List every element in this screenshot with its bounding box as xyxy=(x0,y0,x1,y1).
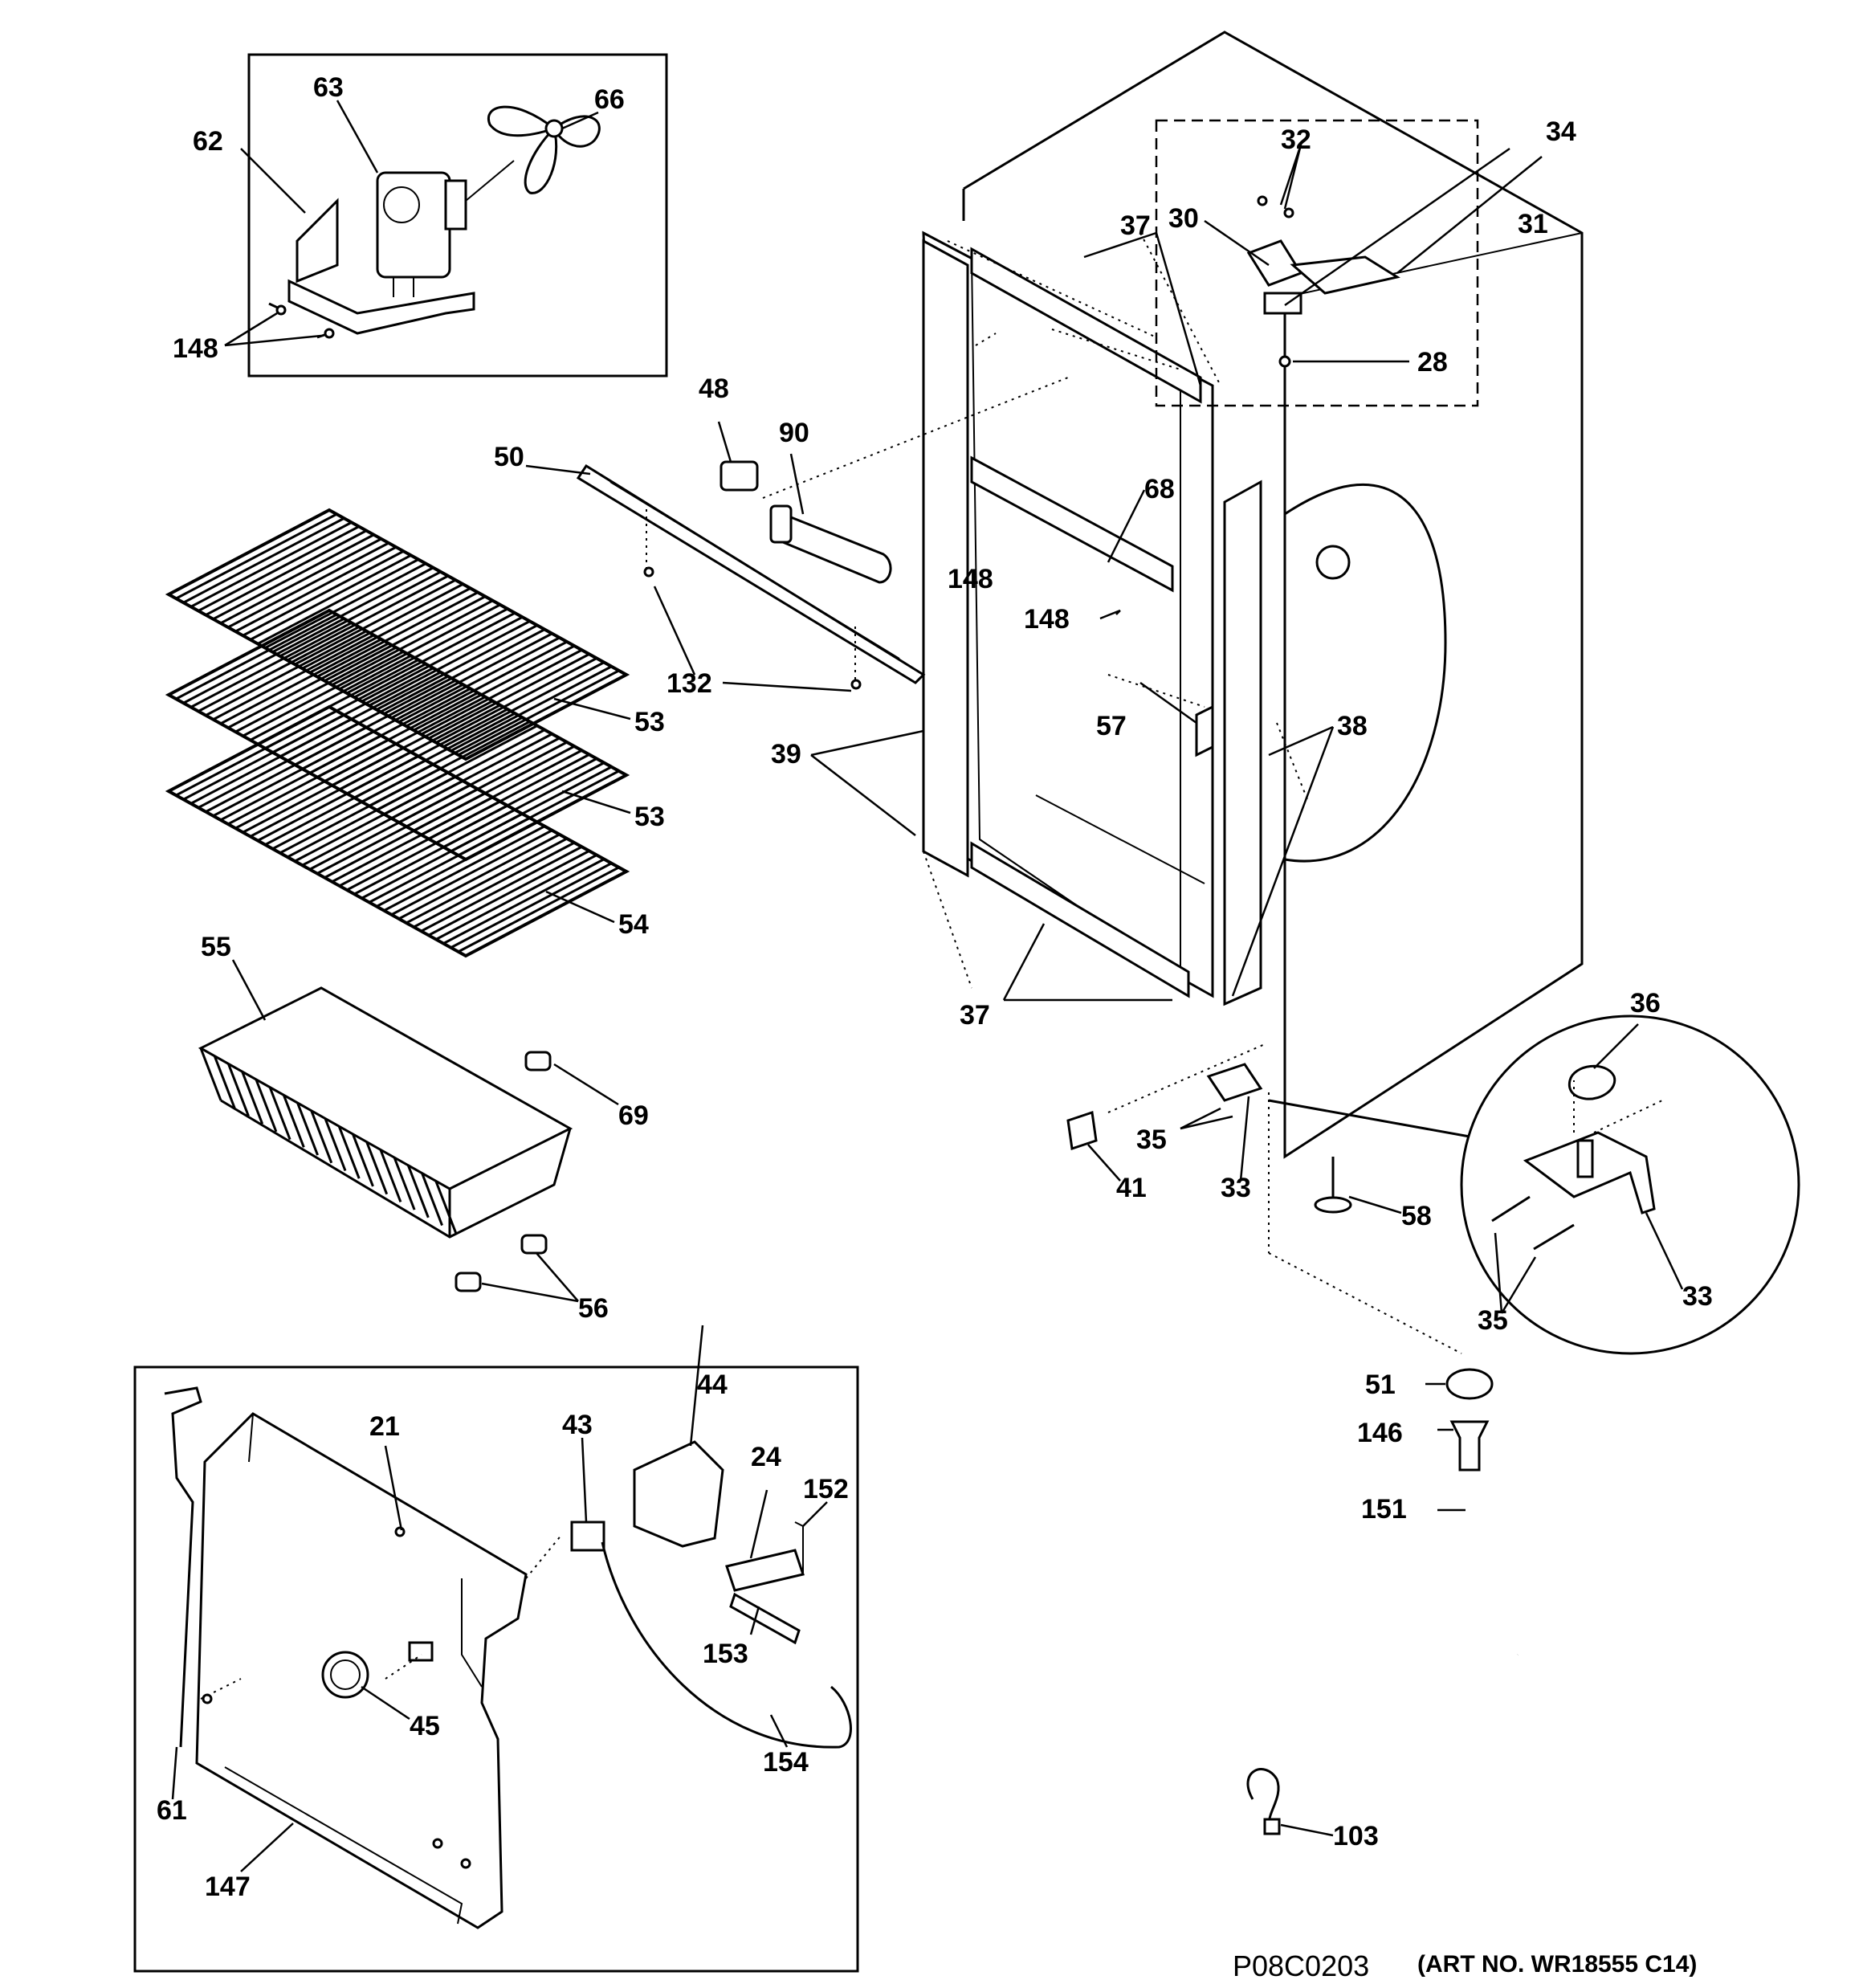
callout-30: 30 xyxy=(1168,203,1199,234)
callout-48: 48 xyxy=(699,374,729,404)
callout-41: 41 xyxy=(1116,1173,1147,1203)
hinge-plate-icon xyxy=(1523,1131,1656,1214)
callout-152: 152 xyxy=(803,1474,849,1504)
rear-cover-inset: 21 43 44 24 152 153 45 154 61 147 xyxy=(133,1325,859,1973)
callout-90: 90 xyxy=(779,418,809,448)
callout-148-rail: 148 xyxy=(1024,604,1070,635)
callout-54: 54 xyxy=(618,909,649,940)
drawing-number: P08C0203 xyxy=(1233,1949,1369,1982)
callout-32: 32 xyxy=(1281,125,1311,155)
callout-53-upper: 53 xyxy=(634,707,665,737)
basket-stop-icon xyxy=(455,1051,552,1292)
cap-icon xyxy=(1445,1368,1494,1400)
gasket-strip-icon xyxy=(164,1386,202,1748)
screw-icon xyxy=(1491,1195,1575,1251)
callout-69: 69 xyxy=(618,1100,649,1131)
wire-basket-icon xyxy=(198,986,573,1239)
freezer-cabinet-drawing: 37 30 32 34 31 28 68 148 148 57 38 39 37 xyxy=(771,31,1584,1159)
callout-21: 21 xyxy=(369,1411,400,1442)
callout-33-detail: 33 xyxy=(1682,1281,1713,1312)
callout-37-top: 37 xyxy=(1120,210,1151,241)
callout-132: 132 xyxy=(667,668,712,699)
sensor-bracket-icon xyxy=(725,1521,805,1645)
callout-62: 62 xyxy=(193,126,223,157)
door-switch-icon xyxy=(1066,1111,1098,1150)
callout-148-mid: 148 xyxy=(948,564,993,594)
callout-38: 38 xyxy=(1337,711,1368,741)
wire-harness-icon xyxy=(1246,1768,1281,1835)
callout-34: 34 xyxy=(1546,116,1576,147)
bushing-icon xyxy=(1449,1420,1490,1472)
callout-148: 148 xyxy=(173,333,218,364)
callout-61: 61 xyxy=(157,1795,187,1826)
hinge-bracket-icon xyxy=(1206,1063,1263,1102)
lamp-socket-icon xyxy=(720,460,759,492)
callout-44: 44 xyxy=(697,1370,728,1400)
callout-35-detail: 35 xyxy=(1478,1305,1508,1336)
motor-bracket-icon xyxy=(287,198,475,335)
basket-assembly: 55 69 56 xyxy=(198,932,649,1324)
fan-blade-icon xyxy=(487,105,601,194)
bottom-hinge-assembly: 41 35 33 58 xyxy=(1066,1043,1470,1354)
screw-icon xyxy=(202,1526,471,1869)
callout-24: 24 xyxy=(751,1442,781,1472)
top-hinge-icon xyxy=(1246,195,1400,368)
callout-37-bottom: 37 xyxy=(960,1000,990,1031)
wire-shelves: 53 53 54 xyxy=(165,508,665,958)
callout-154: 154 xyxy=(763,1747,809,1778)
thermostat-control-icon xyxy=(570,1521,852,1749)
callout-50: 50 xyxy=(494,442,524,472)
plug-icon xyxy=(321,1651,369,1699)
callout-147: 147 xyxy=(205,1872,251,1902)
callout-68: 68 xyxy=(1144,474,1175,504)
callout-55: 55 xyxy=(201,932,231,962)
callout-153: 153 xyxy=(703,1639,748,1669)
callout-66: 66 xyxy=(594,84,625,115)
hinge-detail-circle: 36 35 33 xyxy=(1460,988,1800,1355)
hinge-pin-bushing-icon xyxy=(1567,1064,1616,1100)
screw-icon xyxy=(268,302,335,339)
art-number: (ART NO. WR18555 C14) xyxy=(1417,1951,1697,1978)
callout-103: 103 xyxy=(1333,1821,1379,1851)
callout-146: 146 xyxy=(1357,1418,1403,1448)
wrench-assembly: 51 146 151 103 xyxy=(1246,1368,1567,1851)
callout-53-lower: 53 xyxy=(634,802,665,832)
wire-shelf-icon xyxy=(165,704,630,958)
thermostat-knob-housing-icon xyxy=(633,1440,724,1548)
leveling-leg-icon xyxy=(1314,1157,1352,1214)
callout-39: 39 xyxy=(771,739,801,769)
callout-56: 56 xyxy=(578,1293,609,1324)
callout-45: 45 xyxy=(410,1711,440,1741)
callout-31: 31 xyxy=(1518,209,1548,239)
callout-58: 58 xyxy=(1401,1201,1432,1231)
fan-motor-icon xyxy=(376,160,515,297)
callout-43: 43 xyxy=(562,1410,593,1440)
fan-motor-inset: 62 63 66 148 xyxy=(173,53,668,378)
callout-63: 63 xyxy=(313,72,344,103)
light-bulb-icon xyxy=(769,504,892,584)
callout-33-cabinet: 33 xyxy=(1221,1173,1251,1203)
callout-151: 151 xyxy=(1361,1494,1407,1525)
callout-36: 36 xyxy=(1630,988,1661,1018)
wire-shelf-icon xyxy=(165,508,630,761)
callout-28: 28 xyxy=(1417,347,1448,378)
callout-51: 51 xyxy=(1365,1370,1396,1400)
callout-57: 57 xyxy=(1096,711,1127,741)
evaporator-cover-assembly: 50 48 90 132 xyxy=(494,374,1069,699)
callout-35-cabinet: 35 xyxy=(1136,1125,1167,1155)
hex-wrench-icon xyxy=(1465,1490,1567,1659)
